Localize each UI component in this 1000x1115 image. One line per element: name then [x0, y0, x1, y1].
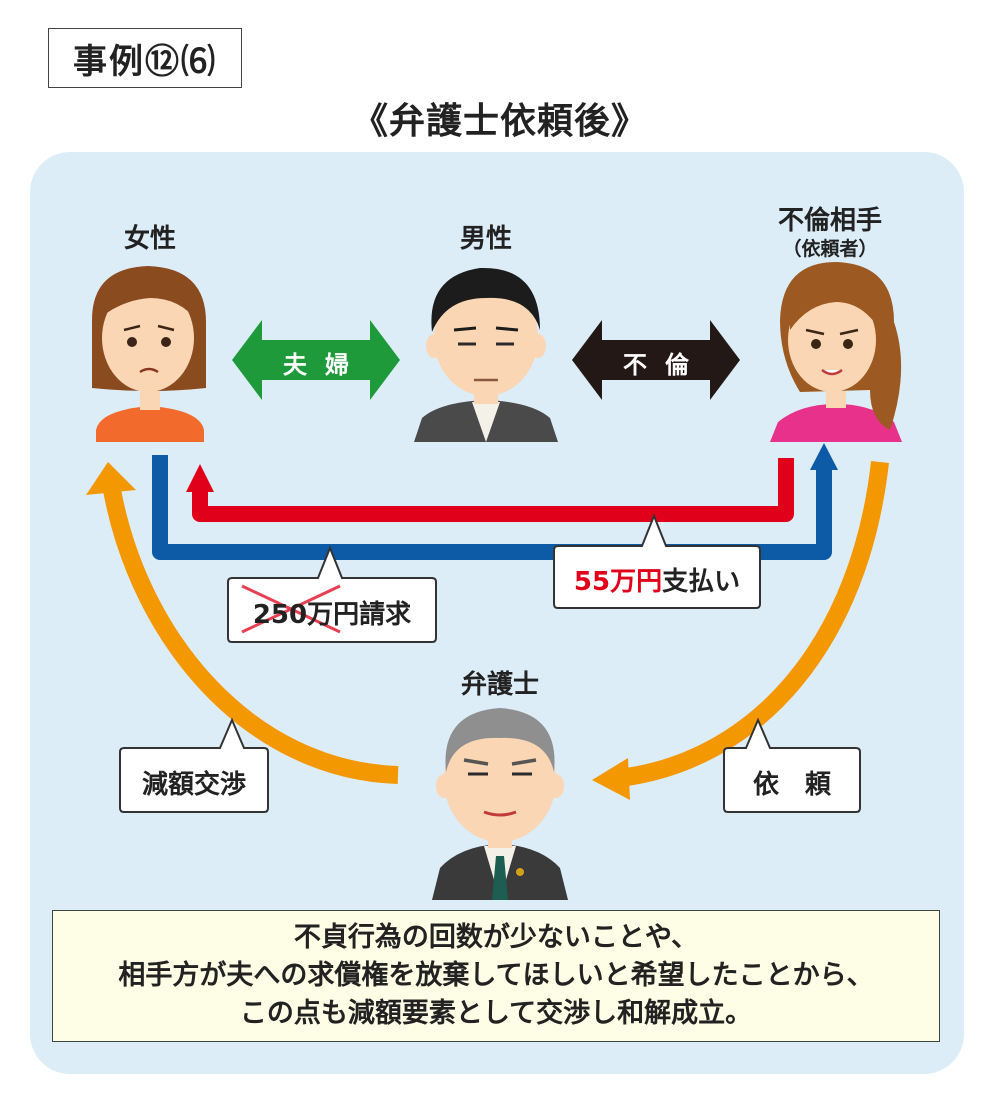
affair-label: 不倫: [623, 351, 707, 379]
request-bubble: [723, 717, 861, 813]
case-number: 事例⑫⑹: [73, 41, 217, 82]
request-path: [618, 460, 889, 787]
woman-label: 女性: [123, 224, 176, 254]
case-number-box: 事例⑫⑹: [48, 28, 242, 88]
partner-figure: [770, 262, 902, 442]
claim-arrowhead: [810, 443, 838, 470]
couple-arrow: [232, 320, 400, 400]
summary-line-1: 不貞行為の回数が少ないことや、: [293, 922, 699, 953]
claim-suffix: 請求: [359, 600, 412, 630]
lawyer-figure: [432, 708, 568, 900]
payment-amount: 55万円: [573, 567, 663, 597]
claim-path: [152, 455, 832, 560]
man-figure: [414, 267, 558, 442]
request-bubble-text: 依 頼: [752, 770, 831, 800]
negotiation-arrowhead: [86, 462, 136, 495]
payment-path: [192, 458, 794, 522]
summary-line-3: この点も減額要素として交渉し和解成立。: [239, 998, 753, 1029]
woman-figure: [92, 266, 206, 442]
lawyer-label: 弁護士: [460, 670, 539, 700]
payment-arrowhead: [186, 464, 214, 492]
summary-box: 不貞行為の回数が少ないことや、 相手方が夫への求償権を放棄してほしいと希望したこ…: [52, 910, 940, 1042]
payment-bubble: [553, 513, 761, 609]
partner-label: 不倫相手: [777, 206, 882, 236]
man-label: 男性: [459, 224, 512, 254]
partner-sub-label: （依頼者）: [782, 238, 878, 260]
payment-bubble-text: 55万円支払い: [554, 561, 760, 598]
negotiation-bubble-text: 減額交渉: [141, 770, 246, 800]
couple-label: 夫婦: [283, 351, 367, 379]
negotiation-path: [103, 488, 399, 784]
summary-line-2: 相手方が夫への求償権を放棄してほしいと希望したことから、: [118, 960, 874, 991]
claim-strike: [241, 584, 341, 634]
negotiation-bubble: [119, 717, 269, 813]
affair-arrow: [572, 320, 740, 400]
request-arrowhead: [592, 758, 630, 800]
claim-amount-crossed: 250万円: [252, 600, 360, 630]
claim-bubble-text: 250万円請求: [228, 594, 436, 631]
claim-bubble: [227, 545, 437, 643]
payment-suffix: 支払い: [662, 567, 741, 597]
page-title: 《弁護士依頼後》: [351, 101, 648, 142]
